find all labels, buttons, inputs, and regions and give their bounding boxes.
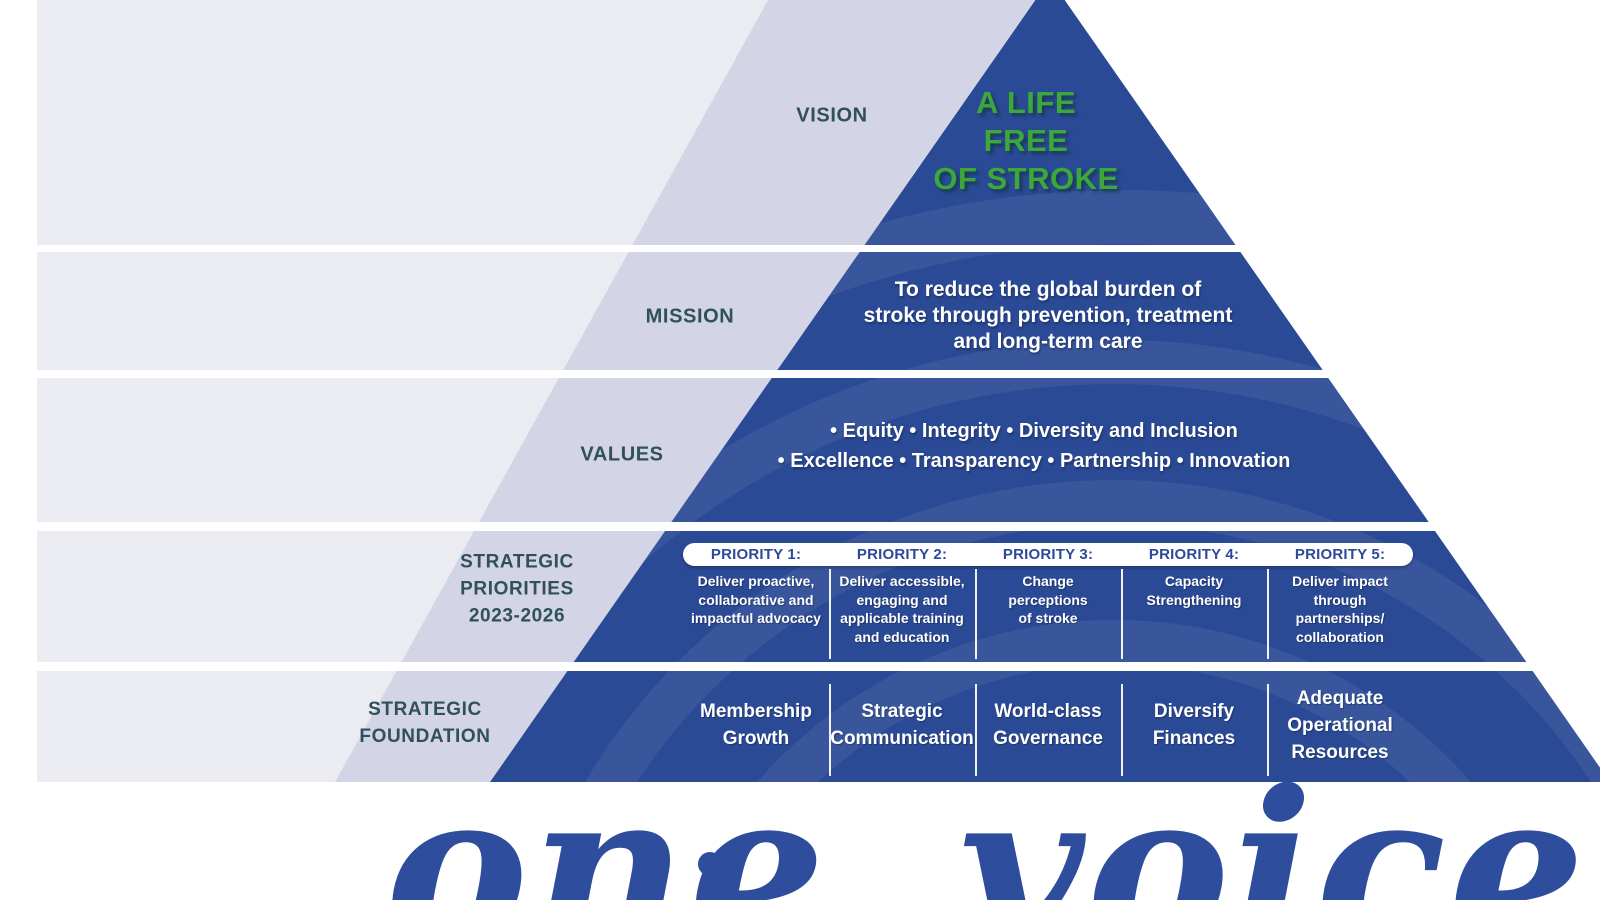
row-separator bbox=[0, 245, 1600, 252]
mission-statement: To reduce the global burden of stroke th… bbox=[863, 278, 1233, 353]
foundation-item-world-class-governance: World-class Governance bbox=[993, 701, 1103, 749]
foundation-items: Membership Growth Strategic Communicatio… bbox=[683, 671, 1413, 779]
one-voice-script-text: one voice bbox=[385, 743, 1588, 900]
column-divider bbox=[1267, 684, 1269, 776]
foundation-item-diversify-finances: Diversify Finances bbox=[1152, 701, 1236, 749]
column-divider bbox=[1121, 684, 1123, 776]
row-separator bbox=[0, 662, 1600, 671]
foundation-item-membership-growth: Membership Growth bbox=[700, 701, 812, 749]
column-divider bbox=[829, 569, 831, 659]
values-list: • Equity • Integrity • Diversity and Inc… bbox=[778, 416, 1291, 476]
strategic-foundation-row-label: STRATEGIC FOUNDATION bbox=[359, 699, 491, 747]
vision-row-label: VISION bbox=[796, 104, 868, 127]
priority-3-description: Change perceptions of stroke bbox=[1008, 573, 1088, 626]
mission-row-label: MISSION bbox=[645, 305, 735, 328]
priority-5-description: Deliver impact through partnerships/ col… bbox=[1292, 573, 1388, 645]
foundation-item-adequate-operational-resources: Adequate Operational Resources bbox=[1287, 687, 1393, 763]
vision-statement: A LIFE FREE OF STROKE bbox=[933, 85, 1119, 196]
priority-3-title: PRIORITY 3: bbox=[1002, 546, 1094, 563]
row-separator bbox=[0, 370, 1600, 378]
priority-5-title: PRIORITY 5: bbox=[1294, 546, 1386, 563]
priorities-descriptions: Deliver proactive, collaborative and imp… bbox=[683, 570, 1413, 660]
foundation-item-strategic-communication: Strategic Communication bbox=[830, 701, 974, 749]
values-row-label: VALUES bbox=[580, 443, 664, 466]
row-separator bbox=[0, 522, 1600, 531]
priority-2-description: Deliver accessible, engaging and applica… bbox=[839, 573, 965, 645]
column-divider bbox=[975, 569, 977, 659]
priority-1-description: Deliver proactive, collaborative and imp… bbox=[691, 573, 821, 626]
column-divider bbox=[829, 684, 831, 776]
priorities-banner: PRIORITY 1: PRIORITY 2: PRIORITY 3: PRIO… bbox=[683, 543, 1413, 566]
priority-2-title: PRIORITY 2: bbox=[856, 546, 948, 563]
column-divider bbox=[1121, 569, 1123, 659]
values-line-2: • Excellence • Transparency • Partnershi… bbox=[777, 450, 1291, 472]
script-text-dot bbox=[698, 852, 722, 876]
strategic-priorities-row-label: STRATEGIC PRIORITIES 2023-2026 bbox=[460, 551, 574, 627]
priority-4-title: PRIORITY 4: bbox=[1148, 546, 1240, 563]
column-divider bbox=[1267, 569, 1269, 659]
values-line-1: • Equity • Integrity • Diversity and Inc… bbox=[830, 420, 1238, 442]
priority-4-description: Capacity Strengthening bbox=[1146, 573, 1242, 608]
column-divider bbox=[975, 684, 977, 776]
priority-1-title: PRIORITY 1: bbox=[710, 546, 802, 563]
